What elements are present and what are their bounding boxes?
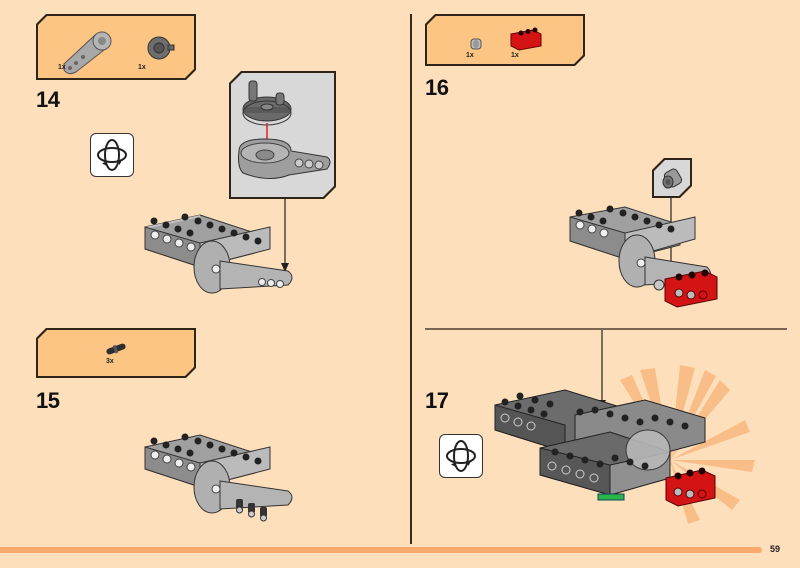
gray-arm-part-icon [63, 31, 112, 75]
footer-bar [0, 547, 762, 553]
page-divider-vertical [410, 14, 412, 544]
part-qty: 1x [58, 64, 66, 71]
main-frame-icon [494, 389, 706, 501]
arm-with-turntable-base-icon [238, 138, 331, 179]
step-number-16: 16 [425, 75, 449, 100]
bush-part-icon [662, 168, 683, 189]
step-number-15: 15 [36, 388, 60, 413]
part-qty: 1x [138, 64, 146, 71]
turntable-top-part-icon [242, 80, 292, 126]
dark-gray-disc-part-icon [147, 36, 175, 60]
callout-bush-illustration [662, 168, 683, 189]
assembly-step-15 [144, 433, 293, 522]
part-qty: 1x [511, 52, 519, 59]
red-brick-icon [665, 467, 716, 507]
red-brick-icon [664, 269, 718, 308]
red-technic-brick-part-icon [510, 27, 542, 51]
parts-step-16-illustration [470, 27, 542, 51]
inserted-pins-icon [236, 499, 267, 522]
parts-step-14-illustration [63, 31, 175, 75]
rotate-model-icon [90, 133, 134, 177]
step-divider-horizontal [425, 328, 787, 330]
assembly-step-17 [494, 365, 755, 524]
page-number: 59 [770, 544, 781, 554]
brick-assembly-icon [144, 433, 271, 488]
placement-arrow-step-14 [281, 199, 289, 272]
step-number-17: 17 [425, 388, 449, 413]
callout-step-14-illustration [238, 80, 331, 179]
assembly-step-14 [144, 213, 293, 294]
part-qty: 3x [106, 358, 114, 365]
light-gray-bush-part-icon [470, 38, 482, 50]
step-number-14: 14 [36, 87, 60, 112]
rotate-model-icon [439, 434, 483, 478]
parts-box-step-16 [425, 14, 585, 66]
part-qty: 1x [466, 52, 474, 59]
parts-step-15-illustration [106, 343, 126, 355]
arm-disc-icon [193, 240, 293, 294]
assembly-step-16 [569, 205, 718, 308]
black-pin-part-icon [106, 343, 126, 355]
